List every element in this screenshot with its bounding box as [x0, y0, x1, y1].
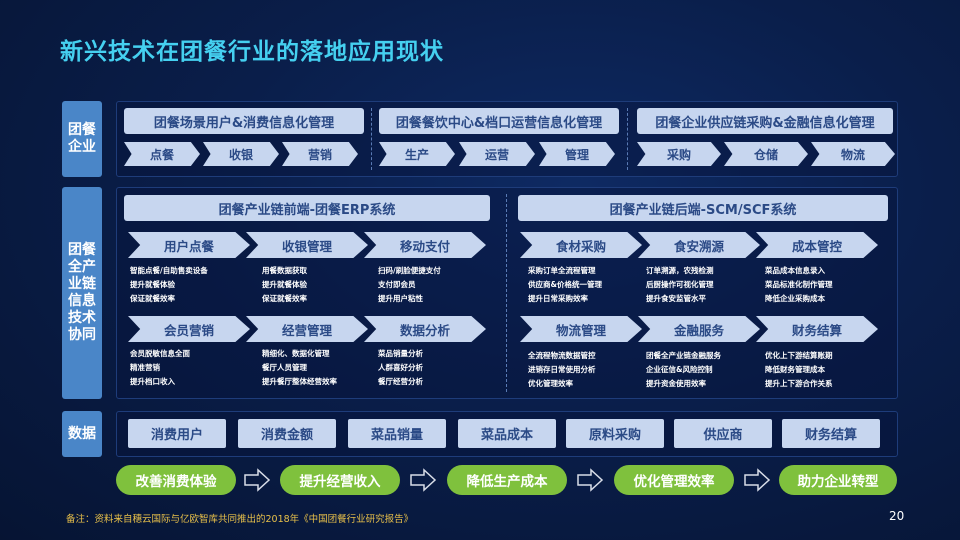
module-chevron: 成本管控 [756, 232, 878, 258]
row-label-enterprise: 团餐企业 [62, 101, 102, 177]
row-label-chain: 团餐全产业链信息技术协同 [62, 187, 102, 399]
result-pill: 降低生产成本 [447, 465, 567, 495]
step-chevron: 采购 [637, 142, 721, 166]
step-chevron: 物流 [811, 142, 895, 166]
module-chevron: 数据分析 [364, 316, 486, 342]
arrow-right-icon [410, 468, 437, 492]
module-chevron: 食材采购 [520, 232, 642, 258]
module-points: 全流程物流数据管控 进销存日常使用分析 优化管理效率 [528, 351, 596, 388]
enterprise-header-2: 团餐餐饮中心&档口运营信息化管理 [379, 108, 619, 134]
divider [371, 108, 372, 170]
arrow-right-icon [244, 468, 271, 492]
result-pill: 提升经营收入 [280, 465, 400, 495]
module-chevron: 经营管理 [246, 316, 368, 342]
arrow-right-icon [577, 468, 604, 492]
footnote: 备注：资料来自穗云国际与亿欧智库共同推出的2018年《中国团餐行业研究报告》 [66, 514, 414, 525]
data-item: 供应商 [674, 419, 772, 448]
page-number: 20 [889, 509, 905, 523]
module-chevron: 移动支付 [364, 232, 486, 258]
result-pill: 优化管理效率 [614, 465, 734, 495]
result-pill: 改善消费体验 [116, 465, 236, 495]
module-points: 团餐全产业链金融服务 企业征信&风险控制 提升资金使用效率 [646, 351, 721, 388]
page-title: 新兴技术在团餐行业的落地应用现状 [60, 39, 444, 65]
step-chevron: 点餐 [124, 142, 200, 166]
enterprise-header-3: 团餐企业供应链采购&金融信息化管理 [637, 108, 893, 134]
arrow-right-icon [744, 468, 771, 492]
data-item: 菜品成本 [458, 419, 556, 448]
result-pill: 助力企业转型 [779, 465, 897, 495]
module-chevron: 用户点餐 [128, 232, 250, 258]
divider [627, 108, 628, 170]
module-chevron: 财务结算 [756, 316, 878, 342]
divider [506, 194, 507, 392]
step-chevron: 收银 [203, 142, 279, 166]
row-label-data: 数据 [62, 411, 102, 457]
module-points: 采购订单全流程管理 供应商&价格统一管理 提升日常采购效率 [528, 266, 603, 303]
module-points: 用餐数据获取 提升就餐体验 保证就餐效率 [262, 266, 307, 303]
data-item: 菜品销量 [348, 419, 446, 448]
step-chevron: 运营 [459, 142, 535, 166]
module-chevron: 会员营销 [128, 316, 250, 342]
module-points: 精细化、数据化管理 餐厅人员管理 提升餐厅整体经营效率 [262, 349, 337, 386]
module-points: 订单溯源，农残检测 后厨操作可视化管理 提升食安监管水平 [646, 266, 714, 303]
step-chevron: 仓储 [724, 142, 808, 166]
module-chevron: 收银管理 [246, 232, 368, 258]
back-header: 团餐产业链后端-SCM/SCF系统 [518, 195, 888, 221]
data-item: 消费金额 [238, 419, 336, 448]
module-points: 菜品成本信息录入 菜品标准化制作管理 降低企业采购成本 [765, 266, 833, 303]
chain-panel [116, 187, 898, 399]
module-points: 扫码/刷脸便捷支付 支付即会员 提升用户粘性 [378, 266, 441, 303]
module-points: 智能点餐/自助售卖设备 提升就餐体验 保证就餐效率 [130, 266, 208, 303]
module-chevron: 物流管理 [520, 316, 642, 342]
enterprise-header-1: 团餐场景用户&消费信息化管理 [124, 108, 364, 134]
module-chevron: 食安溯源 [638, 232, 760, 258]
module-points: 会员脱敏信息全面 精准营销 提升档口收入 [130, 349, 190, 386]
data-item: 原料采购 [566, 419, 664, 448]
module-chevron: 金融服务 [638, 316, 760, 342]
data-item: 消费用户 [128, 419, 226, 448]
data-item: 财务结算 [782, 419, 880, 448]
step-chevron: 营销 [282, 142, 358, 166]
module-points: 优化上下游结算账期 降低财务管理成本 提升上下游合作关系 [765, 351, 833, 388]
module-points: 菜品销量分析 人群喜好分析 餐厅经营分析 [378, 349, 423, 386]
step-chevron: 管理 [539, 142, 615, 166]
front-header: 团餐产业链前端-团餐ERP系统 [124, 195, 490, 221]
step-chevron: 生产 [379, 142, 455, 166]
